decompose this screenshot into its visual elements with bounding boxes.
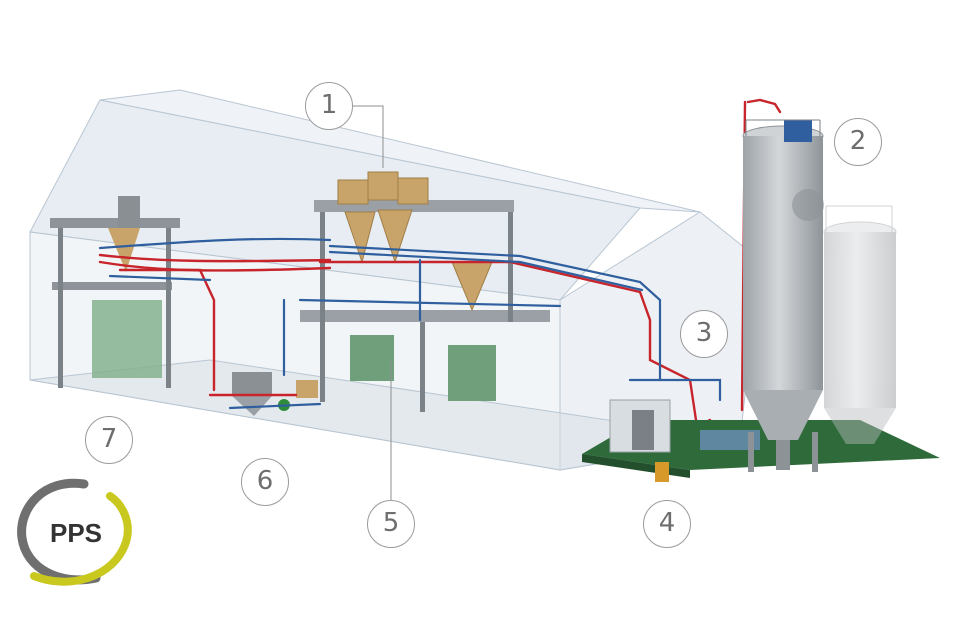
callout-5: 5: [367, 500, 415, 548]
callout-4: 4: [643, 500, 691, 548]
logo-text: PPS: [50, 518, 102, 548]
pps-logo: PPS: [17, 478, 132, 586]
leader-line-1: [353, 105, 384, 168]
main-silo: [742, 119, 824, 472]
callout-6: 6: [241, 458, 289, 506]
logo-yellow-swoosh: [30, 492, 132, 586]
callout-3: 3: [680, 310, 728, 358]
callout-7: 7: [85, 416, 133, 464]
callout-leaders: [353, 105, 392, 500]
left-platform: [50, 196, 180, 388]
callout-1: 1: [305, 82, 353, 130]
callout-2: 2: [834, 118, 882, 166]
secondary-silo: [823, 205, 897, 444]
outdoor-pad: [582, 399, 940, 482]
central-platform: [300, 171, 550, 412]
building: [29, 89, 761, 471]
